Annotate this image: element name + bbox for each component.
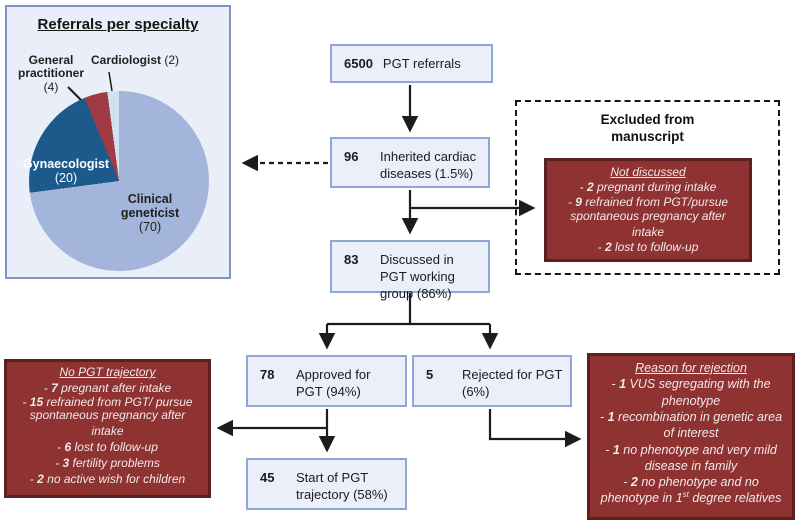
flow-box-start-of-pgt-trajectory: 45 Start of PGT trajectory (58%) — [246, 458, 407, 510]
count-value: 45 — [260, 470, 275, 485]
list-item: - 3 fertility problems — [55, 455, 160, 470]
flow-box-discussed-in-pgt-working-group: 83 Discussed in PGT working group (86%) — [330, 240, 490, 301]
box-label: Approved for PGT (94%) — [296, 367, 371, 399]
no-pgt-trajectory-box: No PGT trajectory - 7 pregnant after int… — [4, 359, 211, 498]
count-value: 78 — [260, 367, 275, 382]
box-label: Start of PGT trajectory (58%) — [296, 470, 388, 502]
pie-panel-title: Referrals per specialty — [37, 16, 199, 33]
list-item: - 9 refrained from PGT/pursue spontaneou… — [567, 194, 729, 239]
excluded-panel-title: Excluded from manuscript — [600, 112, 695, 144]
pie-label-cardiologist: Cardiologist (2) — [90, 53, 180, 67]
pie-label-clinical-geneticist: Clinical geneticist (70) — [120, 192, 180, 234]
box-label: Inherited cardiac diseases (1.5%) — [380, 149, 477, 181]
list-item: - 2 pregnant during intake — [579, 180, 717, 195]
reason-for-rejection-title: Reason for rejection — [635, 361, 747, 375]
list-item: - 2 no phenotype and no phenotype in 1st… — [600, 475, 782, 506]
flow-box-approved-for-pgt: 78 Approved for PGT (94%) — [246, 355, 407, 407]
excluded-from-manuscript-panel: Excluded from manuscript Not discussed -… — [515, 100, 780, 275]
list-item: - 15 refrained from PGT/ pursue spontane… — [22, 394, 193, 439]
count-value: 5 — [426, 367, 434, 382]
list-item: - 1 VUS segregating with the phenotype — [611, 377, 771, 408]
reason-for-rejection-box: Reason for rejection - 1 VUS segregating… — [587, 353, 795, 520]
count-value: 96 — [344, 149, 359, 164]
not-discussed-title: Not discussed — [610, 165, 686, 179]
count-value: 83 — [344, 252, 359, 267]
reason-for-rejection-items: - 1 VUS segregating with the phenotype -… — [590, 376, 792, 507]
pie-label-general-practitioner: General practitioner (4) — [17, 53, 84, 94]
box-label: Discussed in PGT working group (86%) — [380, 252, 455, 301]
count-value: 6500 — [344, 56, 373, 71]
list-item: - 7 pregnant after intake — [43, 380, 172, 395]
not-discussed-items: - 2 pregnant during intake - 9 refrained… — [547, 179, 749, 254]
list-item: - 1 no phenotype and very mild disease i… — [605, 442, 777, 473]
no-pgt-trajectory-title: No PGT trajectory — [59, 365, 156, 379]
list-item: - 2 no active wish for children — [29, 471, 186, 486]
arrow-rejected-to-reason — [488, 409, 582, 448]
list-item: - 2 lost to follow-up — [597, 239, 699, 254]
box-label: Rejected for PGT (6%) — [462, 367, 563, 399]
pie-chart — [29, 91, 209, 271]
no-pgt-trajectory-items: - 7 pregnant after intake - 15 refrained… — [7, 380, 208, 487]
not-discussed-box: Not discussed - 2 pregnant during intake… — [544, 158, 752, 262]
flow-box-pgt-referrals: 6500 PGT referrals — [330, 44, 493, 83]
list-item: - 6 lost to follow-up — [57, 439, 158, 454]
flow-box-rejected-for-pgt: 5 Rejected for PGT (6%) — [412, 355, 572, 407]
box-label: PGT referrals — [382, 56, 461, 71]
flow-box-inherited-cardiac-diseases: 96 Inherited cardiac diseases (1.5%) — [330, 137, 490, 188]
referrals-per-specialty-panel: Referrals per specialty General practiti… — [5, 5, 231, 279]
pie-label-gynaecologist: Gynaecologist (20) — [22, 157, 110, 185]
list-item: - 1 recombination in genetic area of int… — [599, 409, 783, 441]
